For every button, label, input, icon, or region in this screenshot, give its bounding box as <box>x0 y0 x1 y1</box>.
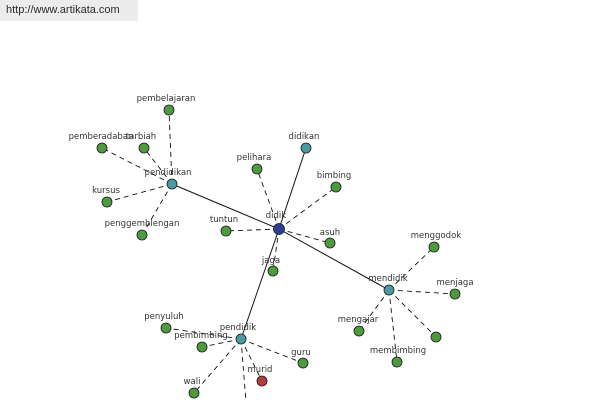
edge-pendidik-murid <box>240 338 263 382</box>
node-label-pembelajaran: pembelajaran <box>137 94 196 104</box>
edge-didik-didikan <box>278 147 307 230</box>
node-penggemblengan[interactable] <box>136 229 148 241</box>
source-url-bar: http://www.artikata.com <box>0 0 138 21</box>
node-penyuluh[interactable] <box>160 322 172 334</box>
node-pemberadaban[interactable] <box>96 142 108 154</box>
node-label-jaga: jaga <box>261 256 280 266</box>
node-pendidik[interactable] <box>235 333 247 345</box>
node-jaga[interactable] <box>267 265 279 277</box>
node-label-tuntun: tuntun <box>210 215 238 225</box>
node-didikan[interactable] <box>300 142 312 154</box>
node-tarbiah[interactable] <box>138 142 150 154</box>
node-label-didikan: didikan <box>289 132 320 142</box>
edge-didik-bimbing <box>278 186 337 230</box>
edge-pendidikan-penggemblengan <box>141 183 173 236</box>
node-asuhan-hidden[interactable] <box>430 331 442 343</box>
node-guru[interactable] <box>297 357 309 369</box>
node-layer <box>96 104 461 399</box>
node-pembelajaran[interactable] <box>163 104 175 116</box>
node-tuntun[interactable] <box>220 225 232 237</box>
node-label-murid: murid <box>248 365 273 375</box>
node-label-asuh: asuh <box>320 228 340 238</box>
node-pembimbing[interactable] <box>196 341 208 353</box>
node-kursus[interactable] <box>101 196 113 208</box>
node-menggodok[interactable] <box>428 241 440 253</box>
edge-didik-pelihara <box>256 168 280 230</box>
node-label-menggodok: menggodok <box>411 231 461 241</box>
edge-mendidik-menggodok <box>388 246 435 291</box>
node-mengajar[interactable] <box>353 325 365 337</box>
edge-pendidikan-kursus <box>106 183 173 203</box>
node-label-pembimbing: pembimbing <box>174 331 227 341</box>
edge-pendidikan-tarbiah <box>143 147 173 185</box>
edge-pendidikan-pemberadaban <box>101 147 173 185</box>
node-asuh[interactable] <box>324 237 336 249</box>
node-bimbing[interactable] <box>330 181 342 193</box>
node-label-pendidik: pendidik <box>220 323 257 333</box>
edge-pendidik-guru <box>240 338 304 364</box>
node-mendidik[interactable] <box>383 284 395 296</box>
edge-pendidik-offscreen <box>240 338 247 400</box>
node-label-wali: wali <box>184 377 201 387</box>
edge-layer <box>101 109 456 400</box>
edge-mendidik-membimbing <box>388 289 398 363</box>
node-murid[interactable] <box>256 375 268 387</box>
node-wali[interactable] <box>188 387 200 399</box>
node-label-kursus: kursus <box>92 186 120 196</box>
node-pendidikan[interactable] <box>166 178 178 190</box>
edge-didik-tuntun <box>225 228 280 232</box>
edge-pendidik-wali <box>193 338 242 394</box>
edge-mendidik-asuhan-hidden <box>388 289 437 338</box>
node-label-pelihara: pelihara <box>237 153 272 163</box>
edge-pendidikan-pembelajaran <box>168 109 173 185</box>
node-label-membimbing: membimbing <box>370 346 426 356</box>
node-label-guru: guru <box>291 348 311 358</box>
node-label-pendidikan: pendidikan <box>145 168 192 178</box>
node-membimbing[interactable] <box>391 356 403 368</box>
edge-didik-jaga <box>272 228 280 272</box>
node-label-tarbiah: tarbiah <box>126 132 156 142</box>
node-didik[interactable] <box>273 223 285 235</box>
edge-didik-mendidik <box>278 228 390 291</box>
node-label-mengajar: mengajar <box>338 315 379 325</box>
node-label-mendidik: mendidik <box>368 274 407 284</box>
node-label-penyuluh: penyuluh <box>144 312 184 322</box>
edge-pendidik-penyuluh <box>165 327 242 340</box>
label-layer: didikdidikanpendidikanmendidikpendidikpe… <box>69 94 474 387</box>
node-pelihara[interactable] <box>251 163 263 175</box>
node-label-penggemblengan: penggemblengan <box>105 219 180 229</box>
edge-pendidik-pembimbing <box>201 338 242 348</box>
edge-didik-pendidik <box>240 228 280 340</box>
node-label-didik: didik <box>266 211 287 221</box>
node-menjaga[interactable] <box>449 288 461 300</box>
edge-didik-pendidikan <box>171 183 280 230</box>
node-label-bimbing: bimbing <box>317 171 352 181</box>
node-label-menjaga: menjaga <box>436 278 473 288</box>
edge-mendidik-menjaga <box>388 289 456 295</box>
node-label-pemberadaban: pemberadaban <box>69 132 134 142</box>
source-url[interactable]: http://www.artikata.com <box>6 4 120 16</box>
